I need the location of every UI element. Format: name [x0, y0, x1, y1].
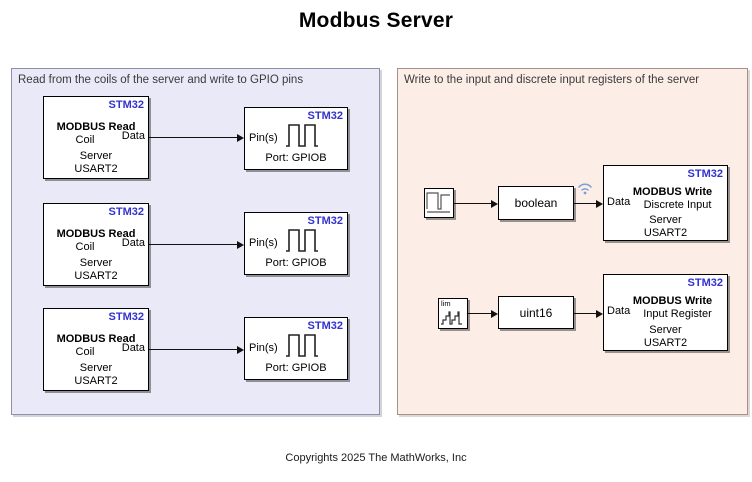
modbus-write-discrete-block[interactable]: STM32 MODBUS Write Data Discrete Input S…	[603, 165, 728, 241]
stm32-chip-label: STM32	[687, 168, 723, 180]
block-line3: Server	[649, 214, 682, 226]
boolean-convert-block[interactable]: boolean	[498, 186, 574, 220]
signal-wire[interactable]	[149, 137, 238, 138]
stm32-chip-label: STM32	[307, 110, 343, 122]
pins-in-port: Pin(s)	[249, 132, 278, 144]
signal-wire[interactable]	[149, 349, 238, 350]
modbus-read-block[interactable]: STM32 MODBUS Read Coil Data Server USART…	[43, 308, 149, 391]
pulse-source-block[interactable]	[424, 188, 454, 218]
stm32-chip-label: STM32	[108, 206, 144, 218]
stm32-chip-label: STM32	[108, 99, 144, 111]
data-out-port: Data	[121, 342, 145, 354]
block-line4: USART2	[643, 337, 688, 349]
stm32-chip-label: STM32	[108, 311, 144, 323]
area-write-registers[interactable]: Write to the input and discrete input re…	[397, 68, 748, 415]
block-line4: USART2	[74, 270, 118, 282]
block-line4: USART2	[643, 227, 688, 239]
square-wave-icon	[286, 334, 318, 357]
block-mode: Coil	[75, 241, 95, 253]
stm32-chip-label: STM32	[307, 320, 343, 332]
wire-arrowhead	[491, 310, 498, 318]
block-mode: Coil	[75, 134, 95, 146]
gpio-write-block[interactable]: STM32 Pin(s) Port: GPIOB	[244, 212, 348, 275]
wire-arrowhead	[237, 346, 244, 354]
block-name: MODBUS Read	[56, 228, 136, 240]
signal-wire[interactable]	[454, 203, 491, 204]
block-line3: Server	[79, 257, 113, 269]
square-wave-icon	[286, 229, 318, 252]
wire-arrowhead	[237, 241, 244, 249]
copyright-annotation: Copyrights 2025 The MathWorks, Inc	[285, 452, 467, 464]
gpio-write-block[interactable]: STM32 Pin(s) Port: GPIOB	[244, 317, 348, 380]
block-line4: USART2	[74, 163, 118, 175]
uint16-convert-block[interactable]: uint16	[498, 296, 574, 329]
wire-arrowhead	[237, 134, 244, 142]
counter-limited-icon	[441, 311, 462, 325]
modbus-write-input-register-block[interactable]: STM32 MODBUS Write Data Input Register S…	[603, 274, 728, 351]
pins-in-port: Pin(s)	[249, 237, 278, 249]
block-line3: Server	[79, 362, 113, 374]
block-register: Input Register	[643, 308, 712, 320]
wire-arrowhead	[491, 200, 498, 208]
modbus-read-block[interactable]: STM32 MODBUS Read Coil Data Server USART…	[43, 203, 149, 286]
pins-in-port: Pin(s)	[249, 342, 278, 354]
wireless-streaming-icon[interactable]	[577, 181, 593, 195]
gpio-port-caption: Port: GPIOB	[265, 257, 327, 269]
block-name: MODBUS Write	[632, 186, 713, 198]
block-name: MODBUS Write	[632, 295, 713, 307]
gpio-port-caption: Port: GPIOB	[265, 362, 327, 374]
block-mode: Coil	[75, 346, 95, 358]
block-line3: Server	[79, 150, 113, 162]
block-name: MODBUS Read	[56, 333, 136, 345]
stm32-chip-label: STM32	[307, 215, 343, 227]
gpio-write-block[interactable]: STM32 Pin(s) Port: GPIOB	[244, 107, 348, 170]
source-label: lim	[441, 299, 451, 308]
gpio-port-caption: Port: GPIOB	[265, 152, 327, 164]
square-wave-icon	[286, 124, 318, 147]
data-out-port: Data	[121, 237, 145, 249]
wire-arrowhead	[596, 200, 603, 208]
area-read-coils[interactable]: Read from the coils of the server and wr…	[11, 68, 380, 415]
signal-wire[interactable]	[574, 203, 596, 204]
block-line3: Server	[649, 324, 682, 336]
data-in-port: Data	[607, 305, 631, 317]
convert-label: boolean	[514, 196, 558, 210]
modbus-read-block[interactable]: STM32 MODBUS Read Coil Data Server USART…	[43, 96, 149, 179]
signal-wire[interactable]	[149, 244, 238, 245]
signal-wire[interactable]	[468, 313, 491, 314]
model-title: Modbus Server	[298, 9, 454, 32]
convert-label: uint16	[519, 305, 553, 320]
wire-arrowhead	[596, 310, 603, 318]
data-in-port: Data	[607, 196, 631, 208]
area-write-registers-label: Write to the input and discrete input re…	[404, 74, 700, 86]
counter-limited-source-block[interactable]: lim	[438, 298, 468, 329]
data-out-port: Data	[121, 130, 145, 142]
block-line4: USART2	[74, 375, 118, 387]
signal-wire[interactable]	[574, 313, 596, 314]
block-register: Discrete Input	[643, 199, 712, 211]
block-name: MODBUS Read	[56, 121, 136, 133]
stm32-chip-label: STM32	[687, 277, 723, 289]
pulse-signal-icon	[426, 192, 450, 213]
area-read-coils-label: Read from the coils of the server and wr…	[18, 74, 304, 86]
